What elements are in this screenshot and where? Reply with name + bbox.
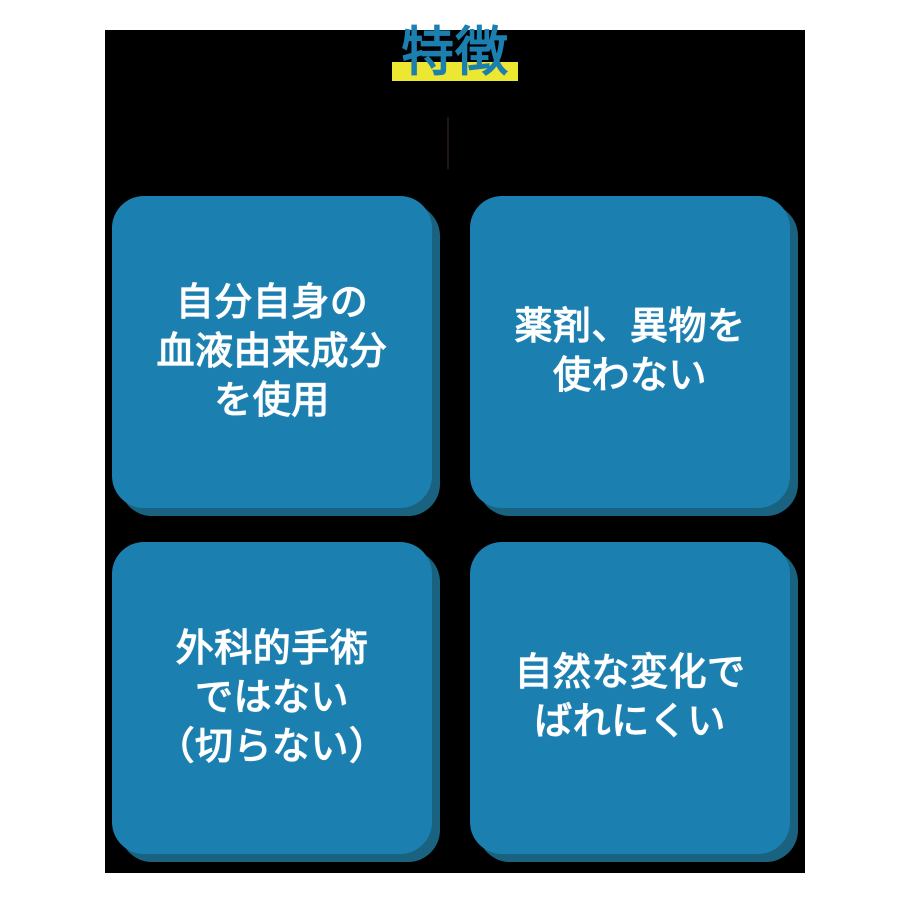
feature-card-label: 自分自身の 血液由来成分 を使用 — [156, 281, 388, 422]
feature-card-label: 外科的手術 ではない （切らない） — [156, 627, 388, 768]
feature-card[interactable]: 薬剤、異物を 使わない — [470, 196, 790, 508]
title-block: 特徴 — [105, 22, 805, 92]
feature-card[interactable]: 外科的手術 ではない （切らない） — [112, 542, 432, 854]
feature-card[interactable]: 自分自身の 血液由来成分 を使用 — [112, 196, 432, 508]
title-highlight-bar — [392, 62, 518, 81]
page-title: 特徴 — [401, 24, 509, 82]
vertical-connector-line — [447, 117, 449, 169]
feature-card[interactable]: 自然な変化で ばれにくい — [470, 542, 790, 854]
feature-card-label: 自然な変化で ばれにくい — [514, 652, 746, 743]
feature-card-grid: 自分自身の 血液由来成分 を使用 薬剤、異物を 使わない 外科的手術 ではない … — [112, 196, 798, 872]
feature-card-label: 薬剤、異物を 使わない — [514, 306, 746, 397]
